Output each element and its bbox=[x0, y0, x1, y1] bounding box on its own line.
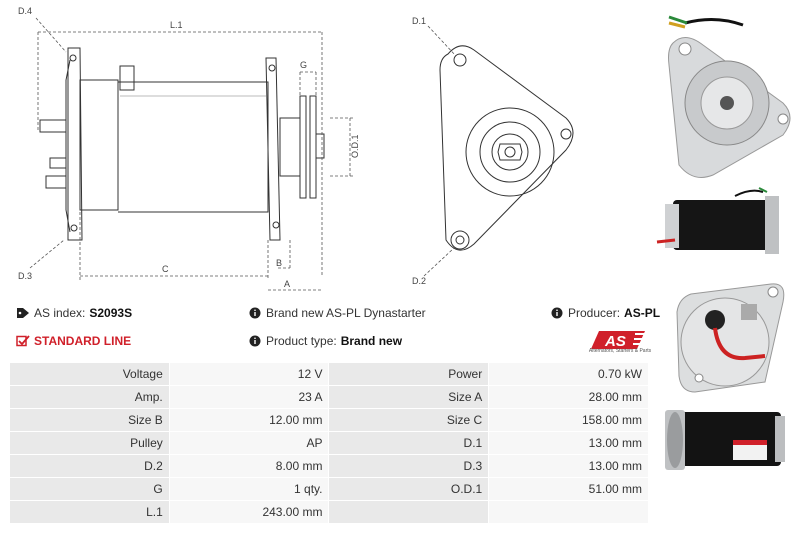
label-b: B bbox=[276, 258, 282, 268]
spec-key-right: D.1 bbox=[328, 431, 490, 455]
spec-key-left: L.1 bbox=[9, 500, 170, 524]
product-type-label: Product type: bbox=[266, 334, 337, 348]
front-plate-shape bbox=[439, 45, 574, 251]
tag-icon bbox=[17, 308, 29, 318]
as-index-value: S2093S bbox=[89, 306, 133, 320]
spec-key-left: Amp. bbox=[9, 385, 170, 409]
producer-row: Producer: AS-PL bbox=[550, 306, 660, 320]
spec-value-left: AP bbox=[168, 431, 330, 455]
label-l1: L.1 bbox=[170, 20, 183, 30]
label-d3: D.3 bbox=[18, 271, 32, 281]
product-info: AS index: S2093S Brand new AS-PL Dynasta… bbox=[12, 306, 660, 358]
spec-value-left: 243.00 mm bbox=[168, 500, 330, 524]
producer-label: Producer: bbox=[568, 306, 621, 320]
photo-front-view[interactable] bbox=[655, 5, 800, 180]
description-row: Brand new AS-PL Dynastarter bbox=[248, 306, 426, 320]
product-photos bbox=[655, 0, 800, 533]
standard-line-row: STANDARD LINE bbox=[16, 334, 131, 348]
label-c: C bbox=[162, 264, 169, 274]
spec-value-right: 13.00 mm bbox=[488, 454, 649, 478]
terminal-shape bbox=[119, 65, 135, 91]
label-od1: O.D.1 bbox=[350, 134, 360, 158]
info-icon bbox=[249, 307, 261, 319]
mount-hole-d1 bbox=[453, 53, 467, 67]
as-index-row: AS index: S2093S bbox=[16, 306, 132, 320]
spec-key-right: Size C bbox=[328, 408, 490, 432]
label-d2: D.2 bbox=[412, 276, 426, 286]
spec-value-right: 158.00 mm bbox=[488, 408, 649, 432]
pulley-shape bbox=[299, 95, 307, 199]
product-type-row: Product type: Brand new bbox=[248, 334, 402, 348]
spec-value-left: 8.00 mm bbox=[168, 454, 330, 478]
spec-key-left: Voltage bbox=[9, 362, 170, 386]
body-shape bbox=[118, 81, 269, 213]
rear-flange-shape bbox=[67, 47, 83, 241]
producer-value: AS-PL bbox=[624, 306, 661, 320]
check-square-icon bbox=[16, 335, 30, 347]
spec-value-left: 1 qty. bbox=[168, 477, 330, 501]
spec-value-right bbox=[488, 500, 649, 524]
spec-key-right bbox=[328, 500, 490, 524]
spec-value-right: 51.00 mm bbox=[488, 477, 649, 501]
label-a: A bbox=[284, 279, 290, 289]
product-type-value: Brand new bbox=[340, 334, 403, 348]
spec-key-right: D.3 bbox=[328, 454, 490, 478]
label-g: G bbox=[300, 60, 307, 70]
label-d1: D.1 bbox=[412, 16, 426, 26]
spec-key-left: Pulley bbox=[9, 431, 170, 455]
spec-key-right: Size A bbox=[328, 385, 490, 409]
technical-drawing: D.4 L.1 G O.D.1 D.3 C B A D.1 D.2 bbox=[0, 0, 650, 300]
spec-key-right: O.D.1 bbox=[328, 477, 490, 501]
spec-key-left: D.2 bbox=[9, 454, 170, 478]
spec-key-left: Size B bbox=[9, 408, 170, 432]
description-text: Brand new AS-PL Dynastarter bbox=[266, 306, 426, 320]
standard-line-label: STANDARD LINE bbox=[34, 334, 132, 348]
logo-tagline: Alternators, Starters & Parts bbox=[588, 348, 652, 354]
info-icon bbox=[551, 307, 563, 319]
logo-text: AS bbox=[604, 333, 626, 350]
spec-value-left: 23 A bbox=[168, 385, 330, 409]
label-d4: D.4 bbox=[18, 6, 32, 16]
spec-value-right: 0.70 kW bbox=[488, 362, 649, 386]
info-icon bbox=[249, 335, 261, 347]
photo-rear-view[interactable] bbox=[655, 272, 800, 400]
photo-angle-view[interactable] bbox=[655, 402, 800, 474]
end-cap-shape bbox=[79, 79, 119, 211]
spec-key-left: G bbox=[9, 477, 170, 501]
as-pl-logo: AS bbox=[591, 331, 645, 350]
photo-side-view[interactable] bbox=[655, 182, 800, 264]
spec-value-right: 13.00 mm bbox=[488, 431, 649, 455]
spec-value-left: 12.00 mm bbox=[168, 408, 330, 432]
dynastarter-diagram: D.4 L.1 G O.D.1 D.3 C B A D.1 D.2 bbox=[18, 6, 574, 291]
spec-value-right: 28.00 mm bbox=[488, 385, 649, 409]
spec-value-left: 12 V bbox=[168, 362, 330, 386]
mount-hole-d2 bbox=[450, 230, 470, 250]
as-index-label: AS index: bbox=[34, 306, 86, 320]
spec-key-right: Power bbox=[328, 362, 490, 386]
front-flange-shape bbox=[265, 57, 281, 241]
